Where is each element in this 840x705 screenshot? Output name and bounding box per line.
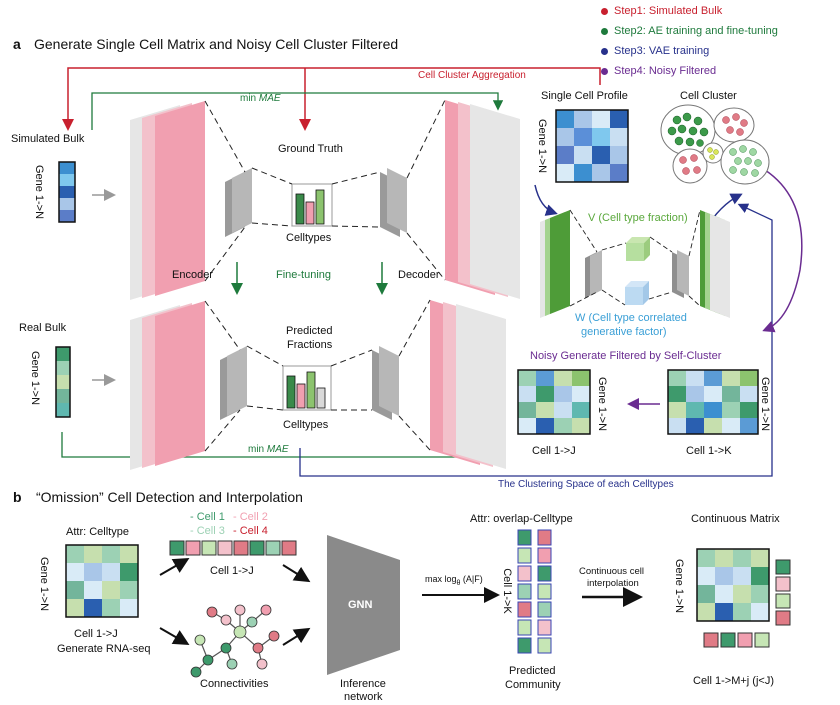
inference-label-2: network xyxy=(344,691,383,703)
real-bulk-label: Real Bulk xyxy=(19,322,67,334)
legend-dot xyxy=(601,27,608,35)
matrix-to-cells-arrow xyxy=(159,558,190,576)
min-mae-top-prefix: min xyxy=(240,93,259,104)
matrix-to-graph-arrow xyxy=(159,627,190,645)
min-mae-bottom-label: min MAE xyxy=(248,444,289,455)
section-b-letter: b xyxy=(13,489,22,505)
attr-celltype-matrix xyxy=(65,544,139,618)
cell3-label: - Cell 3 xyxy=(190,525,225,537)
min-mae-top-label: min MAE xyxy=(240,93,281,104)
legend-dot xyxy=(601,47,608,55)
ground-truth-label: Ground Truth xyxy=(278,143,343,155)
cell-strip xyxy=(169,540,297,556)
noisy-matrix-j xyxy=(517,369,591,435)
cell-j-label: Cell 1->J xyxy=(532,445,576,457)
noisy-title: Noisy Generate Filtered by Self-Cluster xyxy=(530,350,722,362)
section-b-title: “Omission” Cell Detection and Interpolat… xyxy=(36,489,303,505)
profile-to-vae-arrow xyxy=(534,184,558,216)
min-mae-bottom-prefix: min xyxy=(248,444,267,455)
bottom-autoencoder xyxy=(130,299,506,470)
max-log-label: max logθ (A|F) xyxy=(425,574,483,587)
cell-k-label: Cell 1->K xyxy=(686,445,732,457)
single-cell-profile-label: Single Cell Profile xyxy=(541,90,628,102)
cell-j-mid-label: Cell 1->J xyxy=(210,565,254,577)
clustering-space-arrow xyxy=(299,203,773,477)
cell-cluster-graphic xyxy=(660,104,770,185)
max-log-text: max log xyxy=(425,574,457,584)
attr-gene-label: Gene 1->N xyxy=(38,556,51,612)
cell-cluster-label: Cell Cluster xyxy=(680,90,737,102)
continuous-matrix-label: Continuous Matrix xyxy=(691,513,780,525)
cell4-label: - Cell 4 xyxy=(233,525,268,537)
continuous-gene-label: Gene 1->N xyxy=(673,558,686,614)
simulated-bulk-vector xyxy=(58,161,76,223)
profile-gene-label: Gene 1->N xyxy=(536,118,549,174)
predicted-fractions-label-1: Predicted xyxy=(286,325,333,337)
real-bulk-vector xyxy=(55,346,71,418)
attr-cell-j-label: Cell 1->J xyxy=(74,628,118,640)
decoder-label: Decoder xyxy=(398,269,440,281)
predicted-label-2: Community xyxy=(505,679,561,691)
cell-final-label: Cell 1->M+j (j<J) xyxy=(693,675,774,687)
legend-item: Step2: AE training and fine-tuning xyxy=(601,25,778,37)
cell2-label: - Cell 2 xyxy=(233,511,268,523)
cell-cluster-aggregation-label: Cell Cluster Aggregation xyxy=(418,70,526,81)
connectivities-label: Connectivities xyxy=(200,678,269,690)
single-cell-profile-matrix xyxy=(555,109,629,183)
legend-item: Step3: VAE training xyxy=(601,45,709,57)
continuous-label-1: Continuous cell xyxy=(579,566,644,577)
legend-item: Step1: Simulated Bulk xyxy=(601,5,722,17)
w-label-2: generative factor) xyxy=(581,326,667,338)
legend-dot xyxy=(601,7,608,15)
max-log-sub: θ xyxy=(456,579,461,587)
real-bulk-gene-label: Gene 1->N xyxy=(29,350,42,406)
sim-bulk-gene-label: Gene 1->N xyxy=(33,164,46,220)
graph-to-gnn-arrow xyxy=(282,627,311,646)
min-mae-top-em: MAE xyxy=(258,93,281,104)
encoder-label: Encoder xyxy=(172,269,213,281)
noisy-k-gene-label: Gene 1->N xyxy=(759,376,772,432)
continuous-bottom-row xyxy=(703,632,770,648)
top-autoencoder xyxy=(130,99,520,300)
v-label: V (Cell type fraction) xyxy=(588,212,688,224)
legend-item: Step4: Noisy Filtered xyxy=(601,65,716,77)
min-mae-top-arrow xyxy=(91,92,504,130)
cluster-to-noisy-arrow xyxy=(762,169,803,333)
continuous-side-column xyxy=(775,559,791,626)
continuous-matrix xyxy=(696,548,770,622)
predicted-label-1: Predicted xyxy=(509,665,556,677)
gnn-label: GNN xyxy=(348,599,373,611)
legend-dot xyxy=(601,67,608,75)
noisy-matrix-k xyxy=(667,369,759,435)
attr-celltype-label: Attr: Celltype xyxy=(66,526,129,538)
section-a-title: Generate Single Cell Matrix and Noisy Ce… xyxy=(34,36,399,52)
continuous-label-2: interpolation xyxy=(587,578,639,589)
generate-rna-label: Generate RNA-seq xyxy=(57,643,151,655)
w-label-1: W (Cell type correlated xyxy=(575,312,687,324)
clustering-space-label: The Clustering Space of each Celltypes xyxy=(498,479,674,490)
vae-network xyxy=(540,209,730,318)
section-a-letter: a xyxy=(13,36,21,52)
min-mae-bottom-em: MAE xyxy=(266,444,289,455)
connectivity-graph xyxy=(190,604,280,678)
simulated-bulk-label: Simulated Bulk xyxy=(11,133,85,145)
predicted-community-columns xyxy=(517,529,552,654)
community-cell-k-label: Cell 1->K xyxy=(500,568,513,614)
predicted-fractions-label-2: Fractions xyxy=(287,339,333,351)
max-log-tail: (A|F) xyxy=(460,574,483,584)
cells-to-gnn-arrow xyxy=(282,564,311,583)
cell1-label: - Cell 1 xyxy=(190,511,225,523)
celltypes-bottom-label: Celltypes xyxy=(283,419,329,431)
fine-tuning-label: Fine-tuning xyxy=(276,269,332,281)
attr-overlap-label: Attr: overlap-Celltype xyxy=(470,513,573,525)
celltypes-top-label: Celltypes xyxy=(286,232,332,244)
inference-label-1: Inference xyxy=(340,678,386,690)
cell-cluster-aggregation-arrow xyxy=(62,67,601,131)
gnn-block xyxy=(327,535,400,675)
noisy-j-gene-label: Gene 1->N xyxy=(596,376,609,432)
